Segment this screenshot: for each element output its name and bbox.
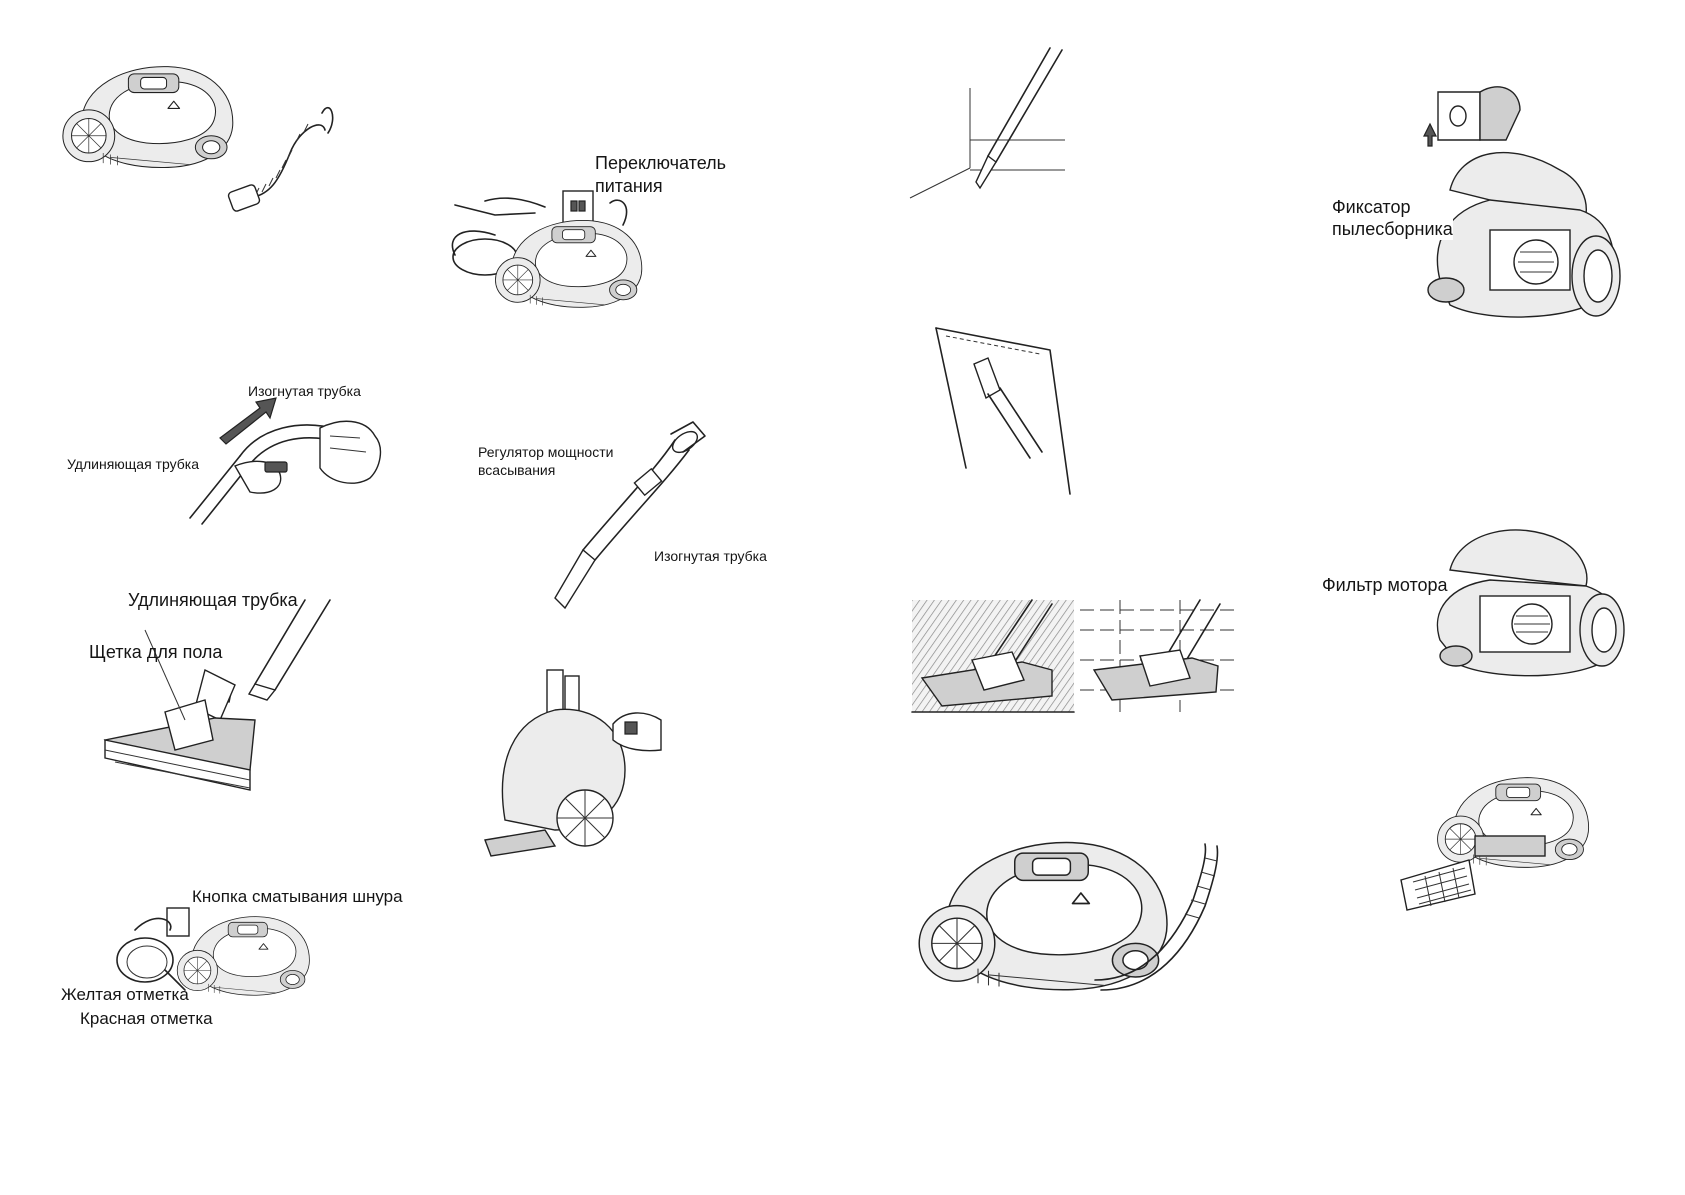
- dust-bag-removal-figure: [1410, 80, 1640, 330]
- yellow-mark-label: Желтая отметка: [61, 985, 189, 1004]
- extension-tube-label-big: Удлиняющая трубка: [128, 590, 298, 610]
- floor-brush-label: Щетка для пола: [89, 642, 223, 662]
- curved-tube-label-top: Изогнутая трубка: [248, 383, 361, 399]
- motor-filter-figure: [1420, 510, 1630, 680]
- red-mark-label: Красная отметка: [80, 1009, 213, 1028]
- vertical-storage-figure: [484, 669, 675, 860]
- cord-rewind-button-label: Кнопка сматывания шнура: [192, 887, 403, 906]
- dust-bag-lock-label: Фиксатор пылесборника: [1332, 197, 1453, 241]
- wall-brush-figure: [930, 327, 1075, 498]
- suction-regulator-figure: [554, 421, 725, 610]
- floor-brush-assembly-figure: [103, 599, 355, 820]
- cord-rewind-figure: [115, 900, 325, 1020]
- vacuum-large-figure: [915, 830, 1225, 1020]
- exhaust-filter-figure: [1395, 770, 1595, 920]
- motor-filter-label: Фильтр мотора: [1322, 575, 1448, 596]
- power-switch-figure: [445, 185, 685, 365]
- floor-modes-figure: [911, 599, 1242, 713]
- vacuum-with-hose-figure: [60, 58, 334, 228]
- power-switch-label: Переключатель питания: [595, 153, 726, 196]
- join-curved-tube-figure: [180, 388, 390, 528]
- extension-tube-label-left: Удлиняющая трубка: [67, 456, 199, 472]
- suction-regulator-label: Регулятор мощности всасывания: [478, 444, 614, 478]
- curved-tube-label-right: Изогнутая трубка: [654, 548, 767, 564]
- crevice-tool-figure: [909, 47, 1070, 208]
